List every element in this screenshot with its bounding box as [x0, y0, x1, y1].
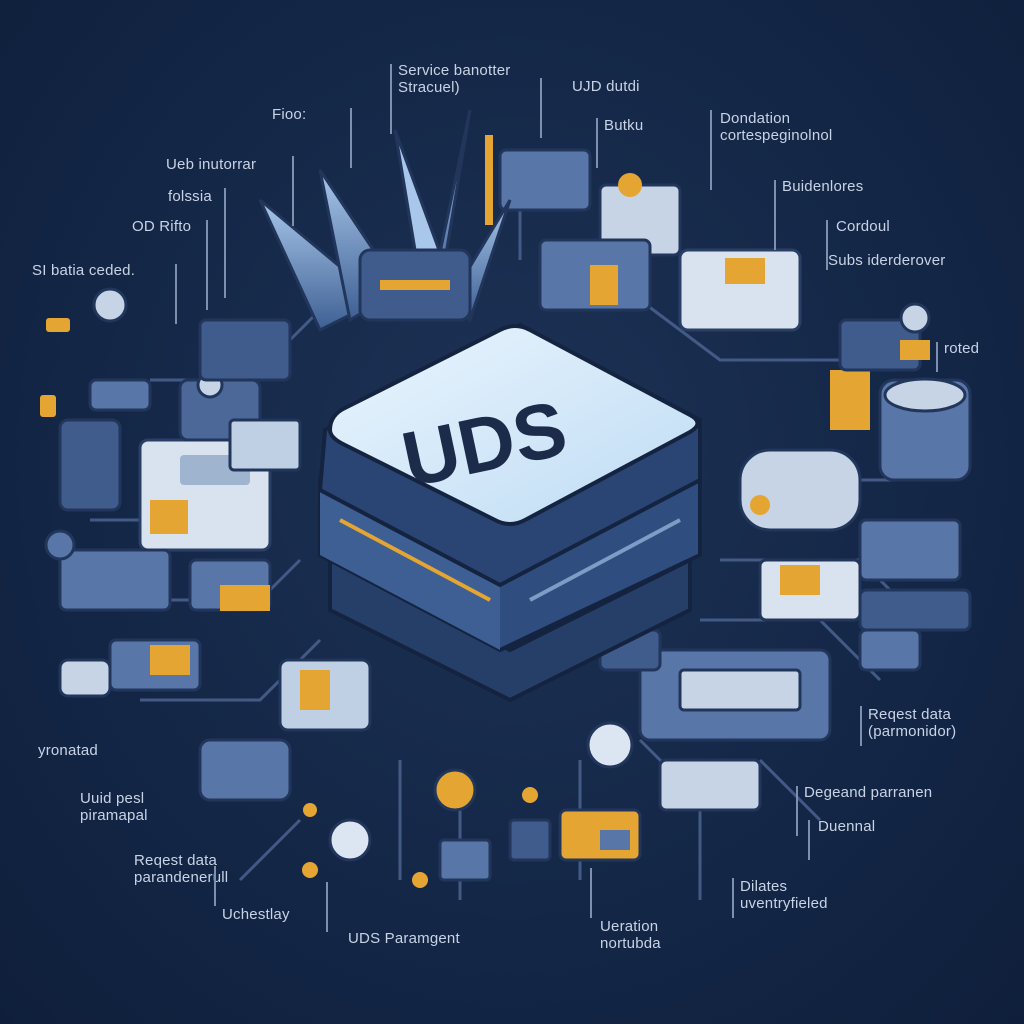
leader-line	[224, 188, 226, 298]
annotation-yronatad: yronatad	[38, 742, 98, 759]
annotation-od-rifto: OD Rifto	[132, 218, 192, 235]
leader-line	[214, 866, 216, 906]
annotation-duennal: Duennal	[818, 818, 876, 835]
annotation-ueb-inutorrar: Ueb inutorrar	[166, 156, 257, 173]
leader-line	[732, 878, 734, 918]
leader-line	[350, 108, 352, 168]
leader-line	[390, 64, 392, 134]
leader-line	[936, 342, 938, 372]
leader-line	[292, 156, 294, 226]
right-components	[302, 148, 972, 888]
leader-line	[596, 118, 598, 168]
annotation-rotdd: roted	[944, 340, 980, 357]
leader-line	[826, 220, 828, 270]
annotation-request-data-right: Reqest data (parmonidor)	[868, 706, 957, 740]
annotation-fioo: Fioo:	[272, 106, 307, 123]
uds-chip: UDS	[317, 322, 702, 703]
annotation-dilates: Dilates uventryfieled	[740, 878, 828, 912]
annotation-folssia: folssia	[168, 188, 212, 205]
leader-line	[326, 882, 328, 932]
annotation-subs-iderderover: Subs iderderover	[828, 252, 946, 269]
annotation-uds-paramgent: UDS Paramgent	[348, 930, 460, 947]
leader-line	[774, 180, 776, 250]
leaf-decoration	[258, 109, 512, 333]
annotation-uchestlay: Uchestlay	[222, 906, 290, 923]
annotation-uuid-pesl: Uuid pesl piramapal	[80, 790, 148, 824]
annotation-ujd-dutdi: UJD dutdi	[572, 78, 640, 95]
leader-line	[540, 78, 542, 138]
annotation-ueration-nortubda: Ueration nortubda	[600, 918, 661, 952]
annotation-dondation: Dondation cortespeginolnol	[720, 110, 833, 144]
leader-line	[710, 110, 712, 190]
leader-line	[175, 264, 177, 324]
leader-line	[860, 706, 862, 746]
annotation-degeand-parranen: Degeand parranen	[804, 784, 933, 801]
annotation-request-data-left: Reqest data parandenerull	[134, 852, 229, 886]
left-components	[40, 287, 372, 862]
leader-line	[808, 820, 810, 860]
annotation-butku: Butku	[604, 117, 644, 134]
leader-line	[796, 786, 798, 836]
annotation-service-banotter: Service banotter Stracuel)	[398, 62, 511, 96]
annotation-cordoul: Cordoul	[836, 218, 890, 235]
annotation-buidenlores: Buidenlores	[782, 178, 864, 195]
annotation-si-batia-ceded: SI batia ceded.	[32, 262, 136, 279]
leader-line	[206, 220, 208, 310]
leader-line	[590, 868, 592, 918]
